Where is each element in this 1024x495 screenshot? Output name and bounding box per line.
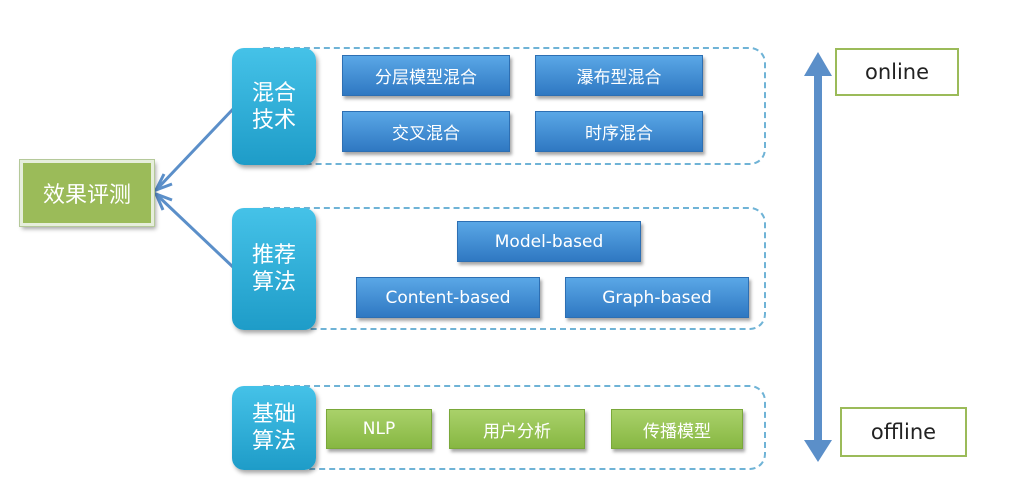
- hybrid-item-layered-model: 分层模型混合: [342, 55, 510, 96]
- basic-item-nlp: NLP: [326, 409, 432, 449]
- recommend-item-model-based: Model-based: [457, 221, 641, 262]
- basic-item-user-analysis: 用户分析: [449, 409, 585, 449]
- basic-label-line1: 基础: [251, 402, 296, 427]
- recommend-item-graph-based: Graph-based: [565, 277, 749, 318]
- online-label-box: online: [835, 48, 959, 96]
- evaluation-box: 效果评测: [19, 159, 155, 227]
- recommend-label-line1: 推荐: [251, 243, 296, 268]
- hybrid-layer-label: 混合 技术: [232, 48, 316, 165]
- hybrid-item-cross: 交叉混合: [342, 111, 510, 152]
- arrowhead-upper: [152, 173, 173, 193]
- hybrid-label-line2: 技术: [251, 107, 296, 133]
- recommend-label-line2: 算法: [251, 270, 296, 295]
- online-offline-axis-arrow: [804, 52, 832, 462]
- hybrid-label-line1: 混合: [251, 80, 296, 106]
- evaluation-label: 效果评测: [42, 183, 131, 208]
- basic-item-propagation-model: 传播模型: [611, 409, 743, 449]
- basic-layer-label: 基础 算法: [232, 386, 316, 470]
- online-label: online: [864, 60, 930, 84]
- offline-label-box: offline: [840, 407, 967, 457]
- hybrid-item-cascade: 瀑布型混合: [535, 55, 703, 96]
- recommend-layer-label: 推荐 算法: [232, 208, 316, 330]
- hybrid-to-evaluation-arrow: [156, 106, 236, 190]
- arrowhead-lower: [153, 191, 173, 211]
- basic-label-line2: 算法: [251, 429, 296, 454]
- recommend-to-evaluation-arrow: [156, 194, 236, 270]
- hybrid-item-temporal: 时序混合: [535, 111, 703, 152]
- recommend-item-content-based: Content-based: [356, 277, 540, 318]
- offline-label: offline: [870, 420, 937, 444]
